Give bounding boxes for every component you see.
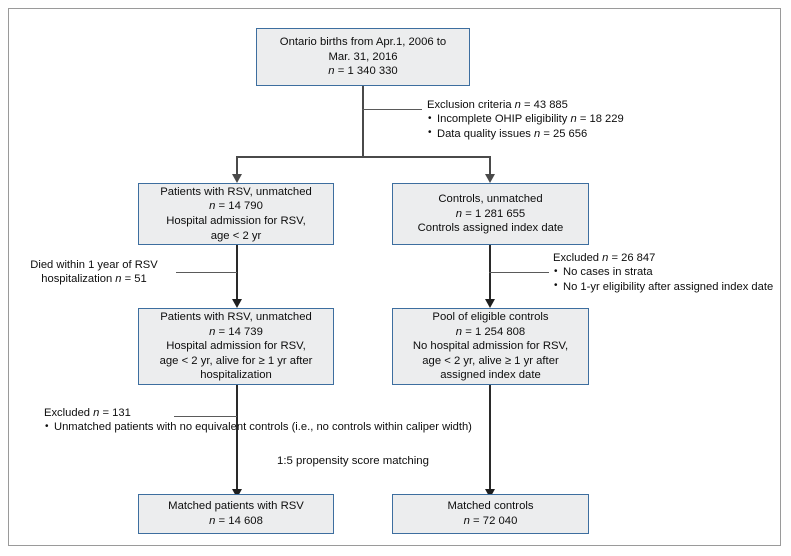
node-line: n = 1 281 655 [455,207,526,220]
connector-exclusion-tick [362,109,422,111]
node-line: Ontario births from Apr.1, 2006 to [279,36,447,49]
node-rsv-unmatched-2: Patients with RSV, unmatched n = 14 739 … [138,308,334,385]
annotation-bullet: No 1-yr eligibility after assigned index… [553,279,773,294]
node-matched-controls: Matched controls n = 72 040 [392,494,589,534]
annotation-exclusion-criteria: Exclusion criteria n = 43 885 Incomplete… [427,98,624,141]
connector-died-tick [176,272,237,274]
connector-right-l3-l4 [489,385,491,491]
node-line: Pool of eligible controls [432,311,549,324]
node-line: age < 2 yr, alive for ≥ 1 yr after [159,354,313,367]
annotation-bullet: No cases in strata [553,265,773,280]
node-line: assigned index date [440,369,541,382]
node-line: Hospital admission for RSV, [166,215,306,227]
outer-frame [8,8,781,546]
node-controls-unmatched: Controls, unmatched n = 1 281 655 Contro… [392,183,589,245]
annotation-line: (i.e., no controls within [291,421,403,434]
node-eligible-controls: Pool of eligible controls n = 1 254 808 … [392,308,589,385]
arrowhead-left-l4 [231,489,242,498]
node-line: hospitalization [200,369,272,382]
annotation-bullet: Data quality issues n = 25 656 [427,126,624,141]
annotation-bullet-list: No cases in strata No 1-yr eligibility a… [553,265,773,294]
arrowhead-right-l3 [484,299,495,308]
node-matched-rsv: Matched patients with RSV n = 14 608 [138,494,334,534]
connector-left-l3-l4 [236,385,238,491]
annotation-died-within-year: Died within 1 year of RSV hospitalizatio… [14,258,174,287]
annotation-line: Died within 1 year of RSV [30,259,158,271]
connector-excluded-unmatched-tick [174,416,237,418]
connector-excluded-controls-tick [489,272,549,274]
node-line: Matched controls [447,500,534,513]
connector-left-branch [236,156,238,176]
node-line: n = 1 254 808 [455,325,526,338]
connector-trunk-vertical [362,86,364,157]
annotation-line: Unmatched patients with [54,421,177,434]
arrowhead-right-branch [484,174,495,183]
connector-split-bar [236,156,491,158]
node-line: Matched patients with RSV [168,500,304,513]
node-line: Hospital admission for RSV, [166,340,306,353]
node-line: age < 2 yr, alive ≥ 1 yr after [422,354,559,367]
annotation-excluded-unmatched: Excluded n = 131 Unmatched patients with… [44,406,472,435]
annotation-header: Excluded n = 131 [44,407,131,419]
annotation-bullet: Unmatched patients with no equivalent co… [44,420,472,435]
annotation-excluded-controls: Excluded n = 26 847 No cases in strata N… [553,251,773,294]
annotation-header: Exclusion criteria n = 43 885 [427,99,568,111]
node-line: No hospital admission for RSV, [412,340,569,353]
annotation-header: Excluded n = 26 847 [553,252,656,264]
annotation-bullet-list: Unmatched patients with no equivalent co… [44,420,472,435]
arrowhead-left-branch [231,174,242,183]
node-line: Controls assigned index date [417,222,564,235]
node-rsv-unmatched-1: Patients with RSV, unmatched n = 14 790 … [138,183,334,245]
annotation-bullet: Incomplete OHIP eligibility n = 18 229 [427,112,624,127]
node-line: n = 1 340 330 [328,65,398,78]
annotation-line: caliper width) [406,421,472,434]
annotation-line: hospitalization n = 51 [41,273,147,286]
node-ontario-births: Ontario births from Apr.1, 2006 to Mar. … [256,28,470,86]
node-line: Patients with RSV, unmatched [160,185,312,198]
arrowhead-left-l3 [231,299,242,308]
node-line: n = 14 790 [209,200,263,213]
node-line: Patients with RSV, unmatched [160,311,312,324]
arrowhead-right-l4 [484,489,495,498]
node-line: n = 14 608 [209,515,263,527]
node-line: Mar. 31, 2016 [328,50,398,63]
node-line: Controls, unmatched [438,193,543,206]
label-propensity-matching: 1:5 propensity score matching [277,455,429,467]
annotation-line: no equivalent controls [179,421,289,434]
node-line: n = 72 040 [463,515,518,527]
node-line: age < 2 yr [210,229,262,242]
node-line: n = 14 739 [209,325,263,338]
annotation-bullet-list: Incomplete OHIP eligibility n = 18 229 D… [427,112,624,141]
connector-right-branch [489,156,491,176]
